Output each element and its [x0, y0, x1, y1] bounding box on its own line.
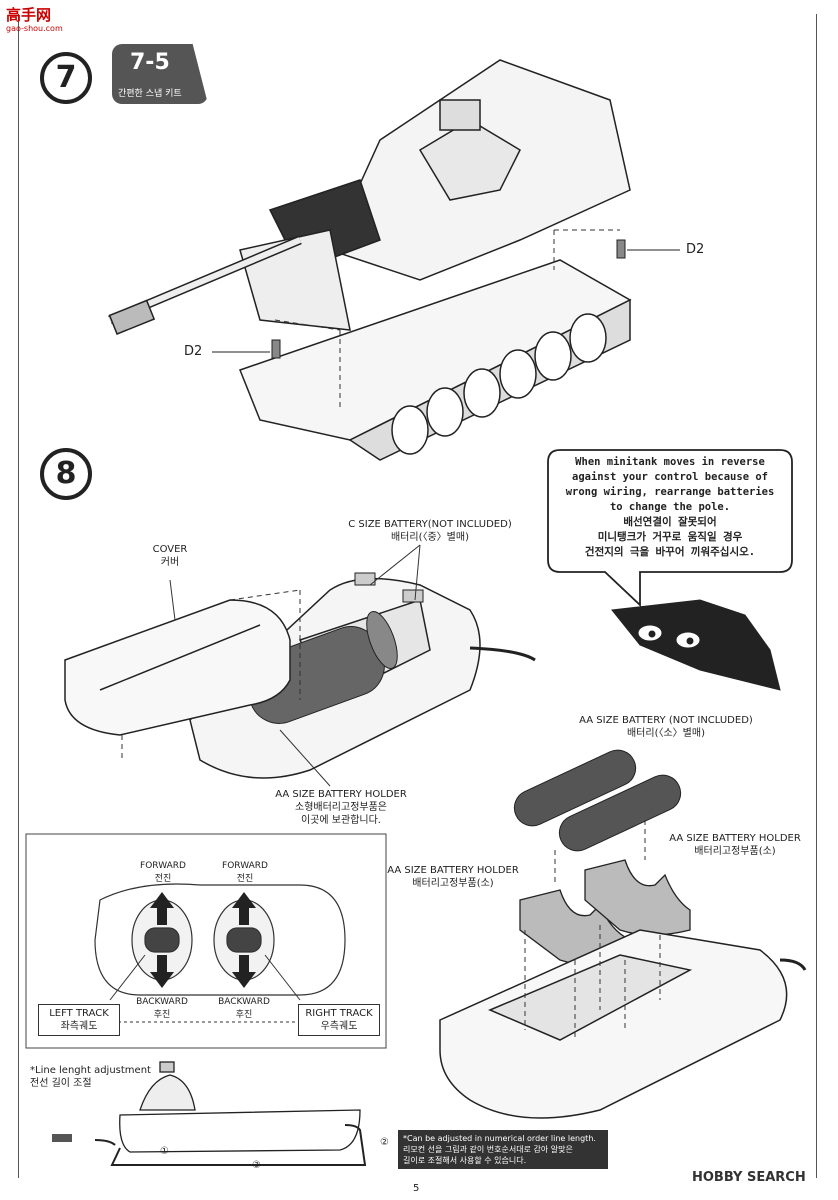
wire-note-2: 리모컨 선을 그림과 같이 번호순서대로 감아 알맞은 — [403, 1145, 573, 1154]
aa-holder-mid-label: AA SIZE BATTERY HOLDER 배터리고정부품(소) — [378, 864, 528, 890]
aa-holder-storage-label: AA SIZE BATTERY HOLDER 소형배터리고정부품은 이곳에 보관… — [266, 788, 416, 827]
c-battery-label-kr: 배터리(〈중〉별매) — [390, 532, 469, 543]
step-7-number: 7 — [40, 52, 92, 104]
speech-line-en-2: against your control because of — [572, 471, 768, 483]
c-battery-label-en: C SIZE BATTERY(NOT INCLUDED) — [348, 519, 512, 530]
speech-bubble — [547, 449, 793, 608]
aa-battery-label: AA SIZE BATTERY (NOT INCLUDED) 배터리(〈소〉별매… — [566, 714, 766, 740]
cartoon-tank-mascot — [611, 599, 781, 691]
wire-step-3: ③ — [252, 1160, 261, 1171]
step-8-number: 8 — [40, 448, 92, 500]
cover-label-en: COVER — [152, 544, 188, 555]
aa-holder-right-en: AA SIZE BATTERY HOLDER — [669, 833, 801, 844]
aa-holder-right-kr: 배터리고정부품(소) — [694, 846, 776, 857]
remote-cable — [469, 646, 536, 662]
wire-remote-side-view — [119, 1061, 361, 1153]
wire-adjust-note: *Can be adjusted in numerical order line… — [398, 1130, 608, 1169]
d2-pin-right — [616, 239, 680, 259]
snap-kit-badge-text: 간편한 스냅 키트 — [118, 89, 182, 99]
forward-en-left: FORWARD — [140, 861, 186, 871]
holder-guide-lines — [524, 820, 661, 1040]
page-frame — [18, 14, 817, 1178]
wire-plug — [52, 1134, 72, 1142]
forward-en-right: FORWARD — [222, 861, 268, 871]
cover-label: COVER 커버 — [140, 543, 200, 569]
speech-line-en-1: When minitank moves in reverse — [575, 456, 765, 468]
part-label-d2-left: D2 — [184, 344, 203, 359]
aa-holder-storage-kr-2: 이곳에 보관합니다. — [301, 815, 381, 826]
wire-adjust-title: *Line lenght adjustment 전선 길이 조절 — [30, 1064, 151, 1090]
site-logo: 高手网 — [6, 6, 52, 24]
battery-box-cover — [64, 599, 291, 736]
wire-adjust-title-en: *Line lenght adjustment — [30, 1065, 151, 1076]
cover-label-kr: 커버 — [160, 557, 180, 568]
snap-kit-logo: 7-5 — [130, 50, 170, 75]
forward-kr-right: 전진 — [236, 874, 254, 884]
speech-line-en-3: wrong wiring, rearrange batteries — [565, 486, 775, 498]
site-url: gao-shou.com — [6, 24, 63, 33]
left-track-callout: LEFT TRACK 좌측궤도 — [38, 1004, 120, 1036]
assembly-guide-lines — [274, 229, 620, 410]
tank-turret-illustration — [108, 59, 631, 335]
remote-control-top-view — [94, 883, 346, 996]
forward-label-right: FORWARD 전진 — [218, 860, 272, 886]
lower-remote-cable — [779, 958, 807, 971]
backward-kr-right: 후진 — [235, 1010, 253, 1020]
aa-holder-mid-en: AA SIZE BATTERY HOLDER — [387, 865, 519, 876]
speech-bubble-text: When minitank moves in reverse against y… — [552, 455, 788, 560]
d2-pin-left — [212, 339, 281, 359]
wire-note-1: *Can be adjusted in numerical order line… — [403, 1134, 596, 1143]
battery-compartment-base — [439, 929, 788, 1119]
wire-winding-path — [94, 1124, 367, 1166]
page-number: 5 — [413, 1183, 420, 1194]
snap-kit-badge — [112, 44, 208, 104]
antenna-posts — [354, 572, 424, 603]
speech-line-kr-3: 건전지의 극을 바꾸어 끼워주십시오. — [584, 546, 756, 558]
aa-holder-storage-en: AA SIZE BATTERY HOLDER — [275, 789, 407, 800]
right-track-callout: RIGHT TRACK 우측궤도 — [298, 1004, 380, 1036]
part-label-d2-right: D2 — [686, 242, 705, 257]
right-track-kr: 우측궤도 — [320, 1021, 358, 1032]
backward-kr-left: 후진 — [153, 1010, 171, 1020]
forward-kr-left: 전진 — [154, 874, 172, 884]
backward-en-right: BACKWARD — [218, 997, 270, 1007]
backward-en-left: BACKWARD — [136, 997, 188, 1007]
aa-holder-right-label: AA SIZE BATTERY HOLDER 배터리고정부품(소) — [664, 832, 806, 858]
forward-label-left: FORWARD 전진 — [136, 860, 190, 886]
joystick-arrows — [150, 892, 256, 988]
wire-step-1: ① — [160, 1146, 169, 1157]
aa-holder-mid-kr: 배터리고정부품(소) — [412, 878, 494, 889]
track-callout-lines — [109, 954, 301, 1023]
speech-line-kr-2: 미니탱크가 거꾸로 움직일 경우 — [597, 531, 743, 543]
left-track-kr: 좌측궤도 — [60, 1021, 98, 1032]
left-track-en: LEFT TRACK — [49, 1008, 109, 1019]
aa-batteries-illustration — [513, 749, 682, 852]
aa-battery-label-en: AA SIZE BATTERY (NOT INCLUDED) — [579, 715, 753, 726]
aa-holder-storage-kr-1: 소형배터리고정부품은 — [295, 802, 387, 813]
speech-line-en-4: to change the pole. — [609, 501, 731, 513]
speech-line-kr-1: 배선연결이 잘못되어 — [623, 516, 717, 528]
wire-adjust-title-kr: 전선 길이 조절 — [30, 1078, 92, 1089]
label-leaders — [169, 544, 421, 787]
wire-note-3: 길이로 조절해서 사용할 수 있습니다. — [403, 1156, 527, 1165]
right-track-en: RIGHT TRACK — [305, 1008, 373, 1019]
cover-guide-lines — [121, 589, 301, 760]
aa-battery-label-kr: 배터리(〈소〉별매) — [626, 728, 705, 739]
road-wheels — [391, 313, 607, 455]
hobby-search-watermark: HOBBY SEARCH — [692, 1170, 806, 1185]
backward-label-right: BACKWARD 후진 — [212, 996, 276, 1022]
backward-label-left: BACKWARD 후진 — [130, 996, 194, 1022]
c-battery-label: C SIZE BATTERY(NOT INCLUDED) 배터리(〈중〉별매) — [330, 518, 530, 544]
wire-step-2: ② — [380, 1137, 389, 1148]
